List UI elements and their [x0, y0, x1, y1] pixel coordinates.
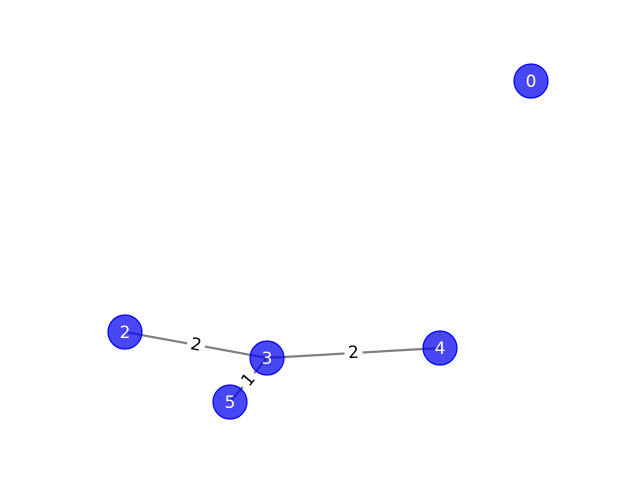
edge-weight-label-background: [234, 366, 263, 394]
edge-weight-label-background: [185, 332, 207, 358]
node-2: 2: [107, 314, 143, 350]
node-circle-0: [513, 63, 549, 99]
node-circle-2: [107, 314, 143, 350]
edge-weight-text: 2: [189, 334, 203, 356]
node-label-3: 3: [262, 349, 273, 369]
node-circle-4: [422, 330, 458, 366]
node-circle-5: [212, 384, 248, 420]
node-label-4: 4: [435, 339, 446, 359]
edge-weight-label-2-3: 2: [185, 332, 207, 358]
edge-weight-label-3-5: 1: [234, 366, 263, 394]
node-circle-3: [249, 340, 285, 376]
node-label-2: 2: [120, 323, 131, 343]
edge-labels-layer: 2 2 1: [185, 332, 364, 394]
node-3: 3: [249, 340, 285, 376]
node-0: 0: [513, 63, 549, 99]
edge-weight-label-3-4: 2: [343, 341, 364, 365]
node-5: 5: [212, 384, 248, 420]
edges-layer: [123, 330, 442, 404]
edge-weight-text: 2: [348, 343, 360, 364]
node-4: 4: [422, 330, 458, 366]
nodes-layer: 0 2 3 4 5: [107, 63, 549, 420]
node-label-5: 5: [225, 393, 236, 413]
edge-weight-label-background: [343, 341, 364, 365]
node-label-0: 0: [526, 72, 537, 92]
